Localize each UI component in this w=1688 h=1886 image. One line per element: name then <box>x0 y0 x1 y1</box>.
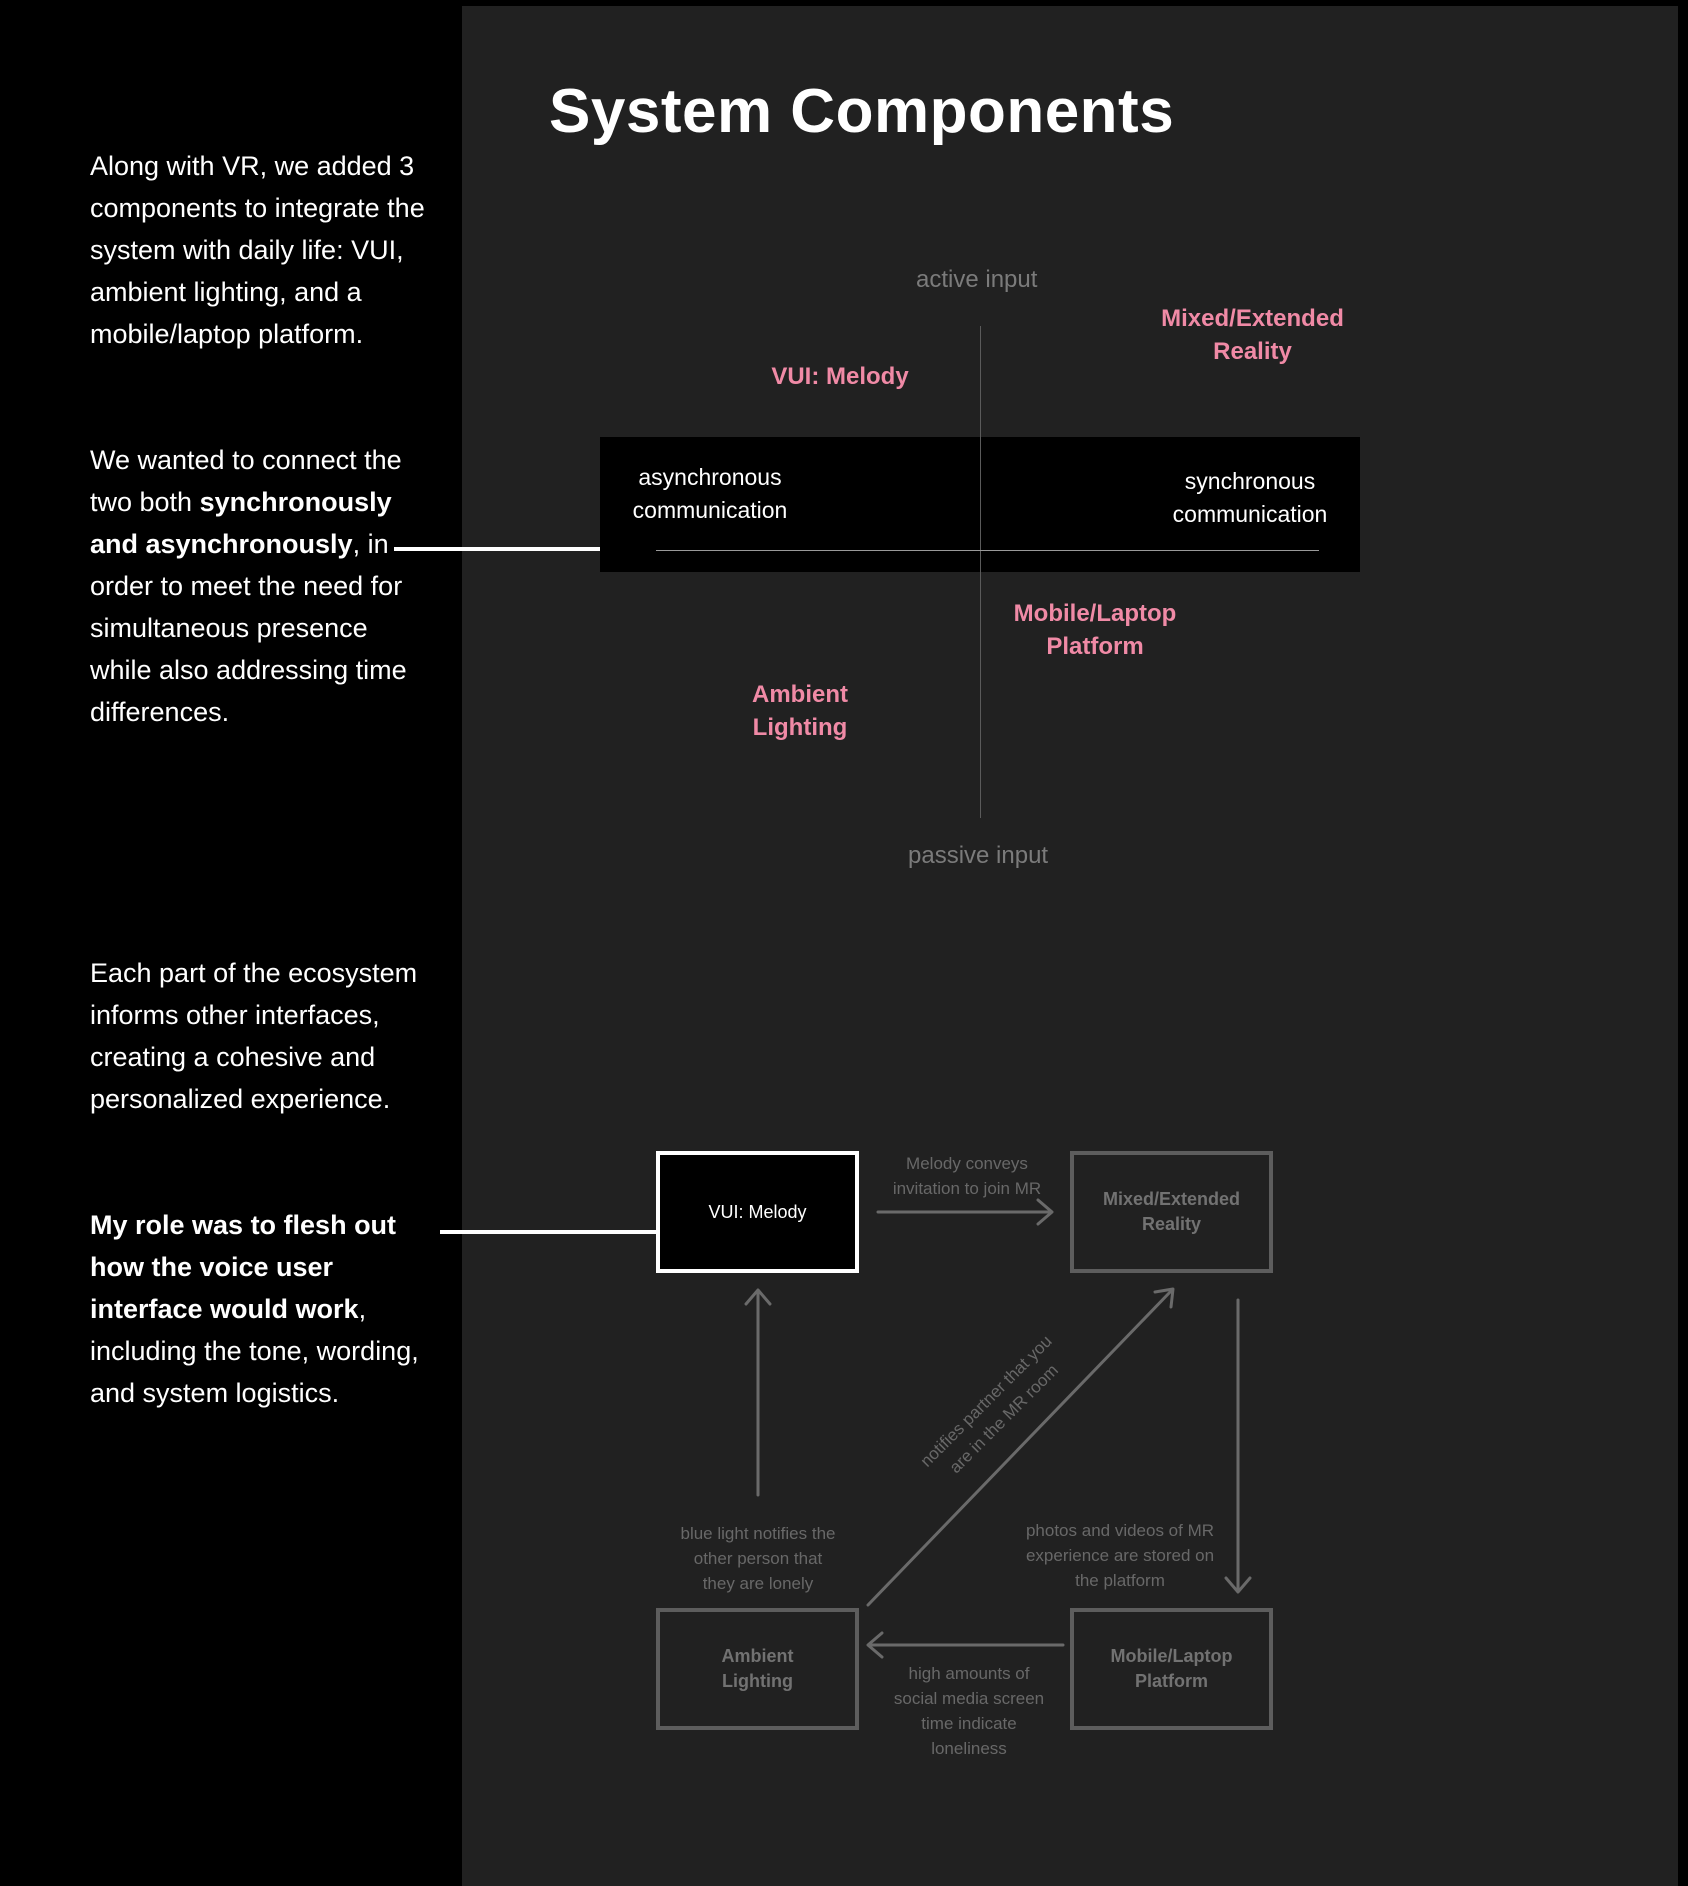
passive-input-label: passive input <box>908 842 1049 869</box>
content-panel <box>462 6 1678 1886</box>
horizontal-axis <box>656 550 1319 551</box>
role-paragraph: My role was to flesh out how the voice u… <box>90 1204 430 1414</box>
sync-text-b: , in order to meet the need for simultan… <box>90 529 407 727</box>
note-ambient-to-vui: blue light notifies the other person tha… <box>680 1524 836 1593</box>
note-mobile-to-ambient: high amounts of social media screen time… <box>893 1664 1045 1758</box>
note-mixed-to-mobile: photos and videos of MR experience are s… <box>1025 1521 1215 1590</box>
flow-box-mobile-platform: Mobile/Laptop Platform <box>1070 1608 1273 1730</box>
role-text-b: , including the tone, wording, and syste… <box>90 1294 419 1408</box>
page-title: System Components <box>549 77 1175 146</box>
sync-connector-line <box>394 547 600 551</box>
vertical-axis <box>980 326 981 818</box>
arrow-ambient-to-mixed <box>866 1288 1174 1607</box>
sync-paragraph: We wanted to connect the two both synchr… <box>90 439 430 733</box>
sync-label: synchronous communication <box>1172 468 1328 527</box>
flow-box-vui: VUI: Melody <box>656 1151 859 1273</box>
role-connector-line <box>440 1230 658 1234</box>
sync-text-bold: synchronously and asynchronously <box>90 487 392 559</box>
active-input-label: active input <box>916 266 1038 293</box>
quadrant-vui: VUI: Melody <box>771 363 909 390</box>
flow-box-ambient-lighting: Ambient Lighting <box>656 1608 859 1730</box>
note-vui-to-mixed: Melody conveys invitation to join MR <box>892 1154 1042 1198</box>
quadrant-ambient-lighting: Ambient Lighting <box>752 681 848 741</box>
flow-box-mixed-reality: Mixed/Extended Reality <box>1070 1151 1273 1273</box>
role-text-bold: My role was to flesh out how the voice u… <box>90 1210 397 1324</box>
sync-text-a: We wanted to connect the two both <box>90 445 402 517</box>
intro-paragraph: Along with VR, we added 3 components to … <box>90 151 425 349</box>
quadrant-mobile-platform: Mobile/Laptop Platform <box>1013 600 1177 660</box>
quadrant-mixed-reality: Mixed/Extended Reality <box>1161 305 1344 365</box>
sidebar: Along with VR, we added 3 components to … <box>0 0 462 1886</box>
async-label: asynchronous communication <box>632 464 788 523</box>
ecosystem-paragraph: Each part of the ecosystem informs other… <box>90 958 418 1114</box>
